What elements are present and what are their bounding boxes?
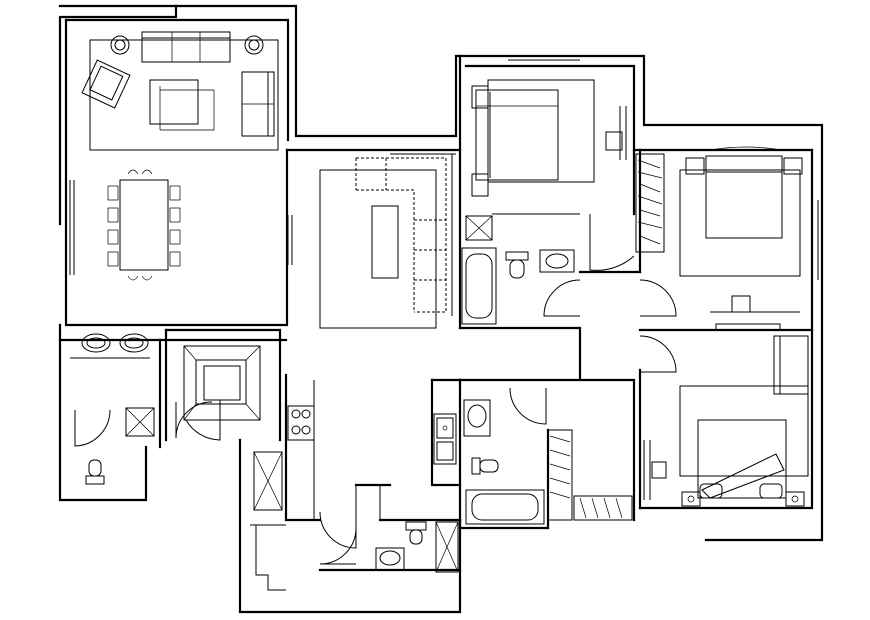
- wardrobe-icon: [547, 429, 633, 521]
- kitchen: [287, 380, 457, 520]
- armchair-icon: [81, 59, 131, 109]
- stove-icon: [287, 405, 315, 441]
- exterior-walls: [58, 4, 824, 614]
- living-area: [81, 31, 279, 151]
- utility-rooms: [250, 451, 459, 591]
- toilet-icon: [505, 251, 529, 279]
- toilet-icon: [85, 459, 105, 485]
- windows: [69, 55, 823, 600]
- sink-icon: [539, 249, 575, 273]
- bedroom-north: [471, 79, 627, 197]
- bathroom-south: [463, 399, 633, 525]
- sofa-icon: [241, 71, 275, 137]
- family-room: [319, 153, 456, 329]
- stair-core: [183, 345, 261, 421]
- bed-icon: [685, 146, 803, 239]
- sofa-icon: [110, 31, 264, 63]
- sofa-icon: [355, 153, 456, 316]
- powder-room-west: [70, 333, 155, 485]
- bathroom-north: [461, 213, 580, 325]
- bedroom-southeast: [643, 335, 809, 507]
- dining-table-icon: [107, 169, 181, 281]
- sofa-icon: [773, 335, 809, 395]
- bathtub-icon: [461, 247, 497, 325]
- sink-icon: [375, 547, 405, 571]
- wardrobe-icon: [635, 153, 665, 253]
- toilet-icon: [405, 521, 427, 545]
- toilet-icon: [471, 457, 499, 475]
- sink-icon: [433, 413, 457, 465]
- bathtub-icon: [465, 489, 545, 525]
- door-swing-icon: [74, 214, 677, 565]
- sink-icon: [463, 399, 491, 437]
- bed-icon: [471, 85, 559, 197]
- bedroom-northeast: [635, 146, 803, 331]
- bed-icon: [681, 419, 805, 507]
- sink-icon: [81, 333, 149, 353]
